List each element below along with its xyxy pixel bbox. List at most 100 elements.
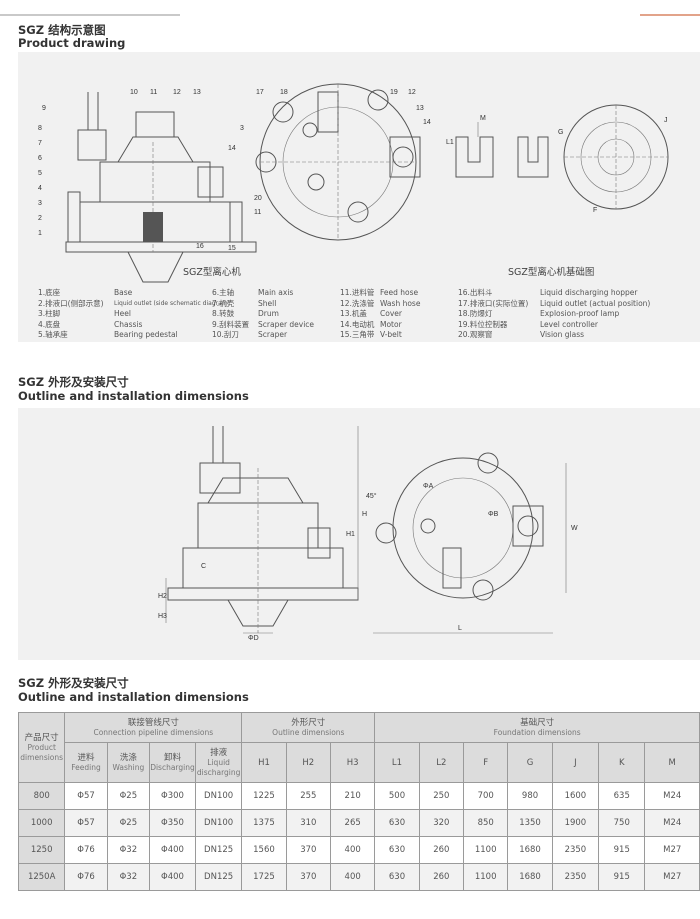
label-H2: H2 xyxy=(158,593,167,600)
table-cell: 1375 xyxy=(241,809,287,837)
table-cell: 1100 xyxy=(463,863,509,891)
legend-text: Feed hose xyxy=(380,288,419,297)
table-cell: 1225 xyxy=(241,782,287,810)
table-cell: 630 xyxy=(374,836,420,864)
callout-1: 1 xyxy=(38,230,42,237)
table-cell: 635 xyxy=(598,782,646,810)
legend-text: 16.出料斗 xyxy=(458,288,493,297)
table-cell: 260 xyxy=(418,863,465,891)
legend-text: 19.料位控制器 xyxy=(458,319,508,329)
table-cell: 1725 xyxy=(241,863,287,891)
label-H: H xyxy=(362,511,367,518)
table-cell: 700 xyxy=(463,782,509,810)
legend-text: V-belt xyxy=(380,330,402,339)
legend-text: Scraper device xyxy=(258,319,315,329)
table-cell: Φ76 xyxy=(64,836,108,864)
subheader-L2: L2 xyxy=(418,742,465,783)
legend-text: Drum xyxy=(258,309,279,318)
legend-item: 15.三角带 V-belt xyxy=(340,330,460,341)
table-cell: 980 xyxy=(507,782,553,810)
callout-6: 6 xyxy=(38,155,42,162)
callout-11: 11 xyxy=(150,89,157,96)
table-cell: 1100 xyxy=(463,836,509,864)
table-cell: 1250 xyxy=(17,836,66,864)
legend-item: 17.排液口(实际位置)Liquid outlet (actual positi… xyxy=(458,299,698,310)
outline-drawing-panel xyxy=(18,408,700,660)
label-B: ΦB xyxy=(488,511,499,518)
table-cell: 800 xyxy=(17,782,66,810)
label-J: J xyxy=(664,117,668,124)
centrifuge-side-view xyxy=(65,92,257,283)
legend-text: 5.轴承座 xyxy=(38,330,68,339)
table-cell: 265 xyxy=(329,809,376,837)
subheader-K: K xyxy=(598,742,646,783)
legend-text: Motor xyxy=(380,319,402,329)
table-cell: 915 xyxy=(598,836,646,864)
callout-12b: 12 xyxy=(408,89,416,96)
table-cell: Φ25 xyxy=(106,782,151,810)
table-cell: 1600 xyxy=(551,782,600,810)
callout-15: 15 xyxy=(228,245,236,252)
foundation-labels: M L1 G J F xyxy=(446,115,668,214)
label-M: M xyxy=(480,115,486,122)
subheader-H3: H3 xyxy=(329,742,376,783)
label-A: ΦA xyxy=(423,483,434,490)
table-cell: Φ32 xyxy=(106,836,151,864)
legend-text: 3.柱脚 xyxy=(38,309,61,318)
top-decor-line xyxy=(0,14,180,16)
callout-18: 18 xyxy=(280,89,288,96)
legend-text: 15.三角带 xyxy=(340,330,375,339)
header-product-dimensions: 产品尺寸 Product dimensions xyxy=(17,712,66,783)
legend-text: 7.机壳 xyxy=(212,298,235,308)
table-cell: 2350 xyxy=(551,836,600,864)
table-cell: 1900 xyxy=(551,809,600,837)
table-cell: 250 xyxy=(418,782,465,810)
subheader-H1: H1 xyxy=(241,742,287,783)
legend-text: Liquid discharging hopper xyxy=(540,288,638,297)
callout-9: 9 xyxy=(42,105,46,112)
legend-text: Heel xyxy=(114,309,131,318)
outline-top-view xyxy=(373,452,567,634)
callout-11b: 11 xyxy=(254,209,261,216)
legend-text: Wash hose xyxy=(380,298,421,308)
caption-centrifuge: SGZ型离心机 xyxy=(183,267,241,278)
subheader-J: J xyxy=(551,742,600,783)
legend-text: 18.防爆灯 xyxy=(458,309,493,318)
legend-text: Base xyxy=(114,288,133,297)
legend-text: 14.电动机 xyxy=(340,319,375,329)
side-view-callouts: 9 8 7 6 5 4 3 2 1 10 11 12 13 14 15 16 xyxy=(38,89,236,252)
section1-title-en: Product drawing xyxy=(18,36,126,50)
legend-item: 3.柱脚 Heel xyxy=(38,309,198,320)
label-L: L xyxy=(458,625,462,632)
label-L1: L1 xyxy=(446,139,454,146)
table-cell: 850 xyxy=(463,809,509,837)
outline-side-view xyxy=(165,426,359,634)
callout-20: 20 xyxy=(254,195,262,202)
table-cell: 2350 xyxy=(551,863,600,891)
table-cell: 370 xyxy=(285,836,331,864)
legend-col4: 16.出料斗 Liquid discharging hopper 17.排液口(实… xyxy=(458,288,698,341)
legend-text: Liquid outlet (actual position) xyxy=(540,298,651,308)
table-cell: 320 xyxy=(418,809,465,837)
table-cell: 630 xyxy=(374,809,420,837)
label-C: C xyxy=(201,563,206,570)
legend-text: 2.排液口(侧部示意) xyxy=(38,298,104,308)
top-accent-line xyxy=(640,14,700,16)
legend-text: 6.主轴 xyxy=(212,288,235,297)
table-cell: 310 xyxy=(285,809,331,837)
header-connection: 联接管线尺寸 Connection pipeline dimensions xyxy=(64,712,243,743)
table-cell: 1560 xyxy=(241,836,287,864)
header-foundation: 基础尺寸 Foundation dimensions xyxy=(374,712,700,743)
table-cell: 750 xyxy=(598,809,646,837)
top-view-callouts: 17 18 19 12 3 13 14 20 11 xyxy=(240,89,431,216)
